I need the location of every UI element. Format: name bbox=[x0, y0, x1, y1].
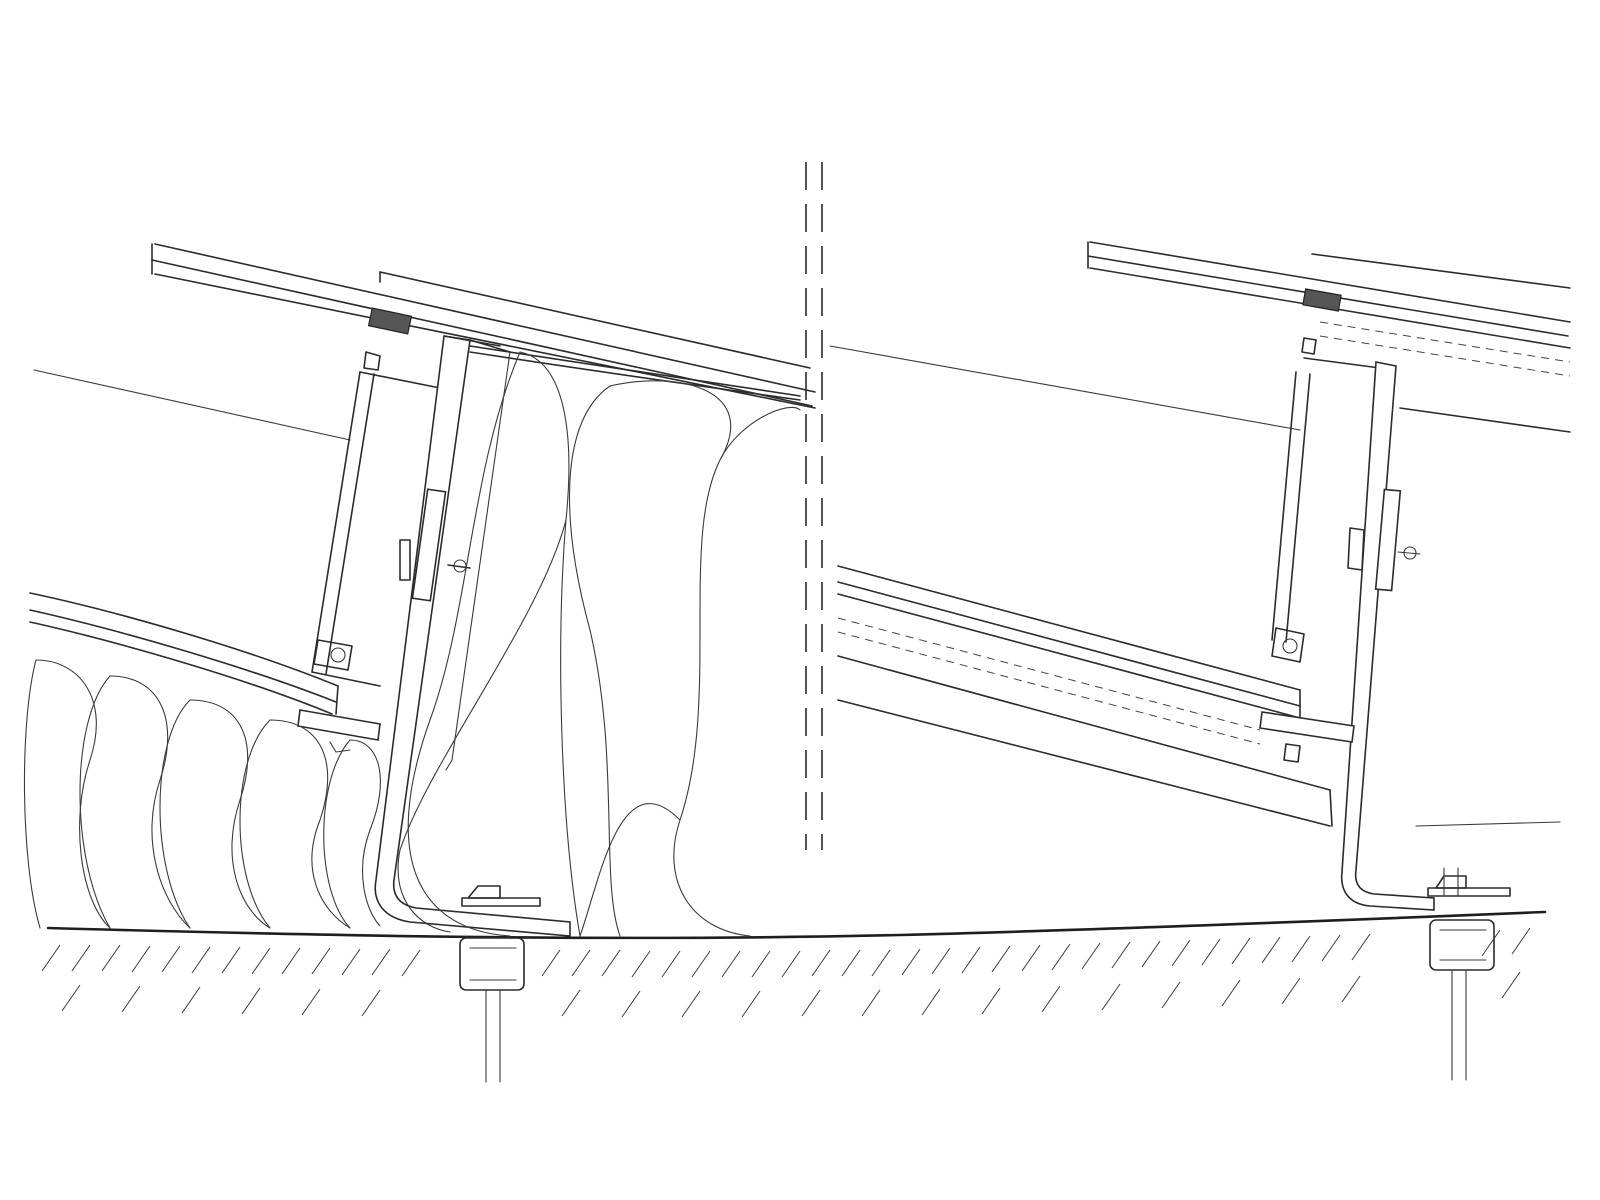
center-axis-dashed-line bbox=[805, 162, 823, 850]
right-lower-glass-pane bbox=[837, 565, 1333, 827]
left-lower-glass-pane bbox=[29, 592, 339, 715]
left-background-glass-line bbox=[33, 369, 351, 441]
left-mullion-frame bbox=[311, 351, 441, 687]
left-fixing-plate bbox=[399, 488, 471, 602]
right-anchor-bolt bbox=[1427, 867, 1511, 1081]
left-steel-bracket bbox=[374, 335, 571, 937]
left-insulation-large-batts bbox=[397, 351, 801, 937]
right-gasket-top bbox=[1302, 288, 1342, 312]
right-steel-bracket bbox=[1340, 361, 1435, 911]
left-anchor-bolt bbox=[459, 885, 541, 1083]
ground-surface-line bbox=[46, 910, 1547, 940]
left-bottom-clamp bbox=[297, 639, 381, 753]
right-bottom-clamp bbox=[1259, 627, 1355, 763]
left-gasket-top bbox=[367, 307, 413, 335]
right-background-glass-line bbox=[829, 345, 1301, 431]
left-insulation-small-batts bbox=[23, 659, 381, 929]
right-mullion-frame bbox=[1271, 337, 1381, 643]
right-level-mark bbox=[1415, 821, 1561, 827]
ground-hatching bbox=[41, 927, 1531, 1018]
left-thin-leader-line bbox=[445, 351, 511, 771]
right-upper-glass-pane bbox=[1087, 241, 1571, 433]
right-fixing-plate bbox=[1347, 488, 1421, 592]
